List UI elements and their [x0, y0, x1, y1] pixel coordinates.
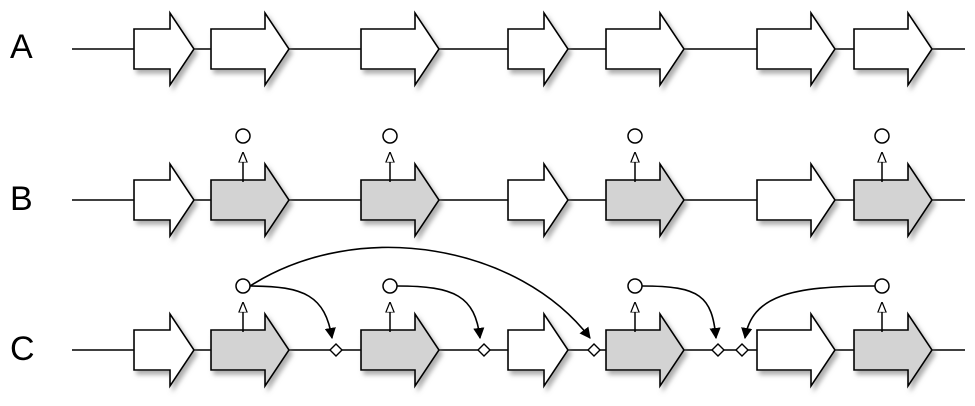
row-0-gene-0: [133, 10, 195, 88]
row-2-gene-1: [210, 311, 290, 389]
row-1-gene-0: [133, 161, 195, 239]
regulation-arrow-0: [249, 285, 336, 340]
row-0-gene-2: [360, 10, 440, 88]
row-label-a: A: [10, 28, 33, 66]
row-1-gene-1: [210, 161, 290, 239]
row-0-gene-6: [853, 10, 933, 88]
row-0-gene-1: [210, 10, 290, 88]
site-diamond-0: [329, 343, 343, 357]
row-label-c: C: [10, 330, 35, 368]
row-1-gene-2: [360, 161, 440, 239]
row-1-gene-5: [756, 161, 836, 239]
row-2-gene-3: [507, 311, 569, 389]
site-diamond-4: [735, 343, 749, 357]
row-2-marker-circle-4: [627, 278, 643, 294]
site-diamond-1: [477, 343, 491, 357]
regulation-arrow-3: [641, 285, 721, 340]
site-diamond-3: [711, 343, 725, 357]
row-2-gene-5: [756, 311, 836, 389]
site-diamond-2: [587, 343, 601, 357]
regulation-arrow-1: [249, 246, 591, 339]
row-1-gene-6: [853, 161, 933, 239]
row-2-marker-circle-6: [874, 278, 890, 294]
row-1-gene-4: [605, 161, 685, 239]
row-1-marker-circle-4: [627, 128, 643, 144]
row-2-gene-0: [133, 311, 195, 389]
row-0-gene-4: [605, 10, 685, 88]
row-2-gene-6: [853, 311, 933, 389]
row-1-gene-3: [507, 161, 569, 239]
row-2-marker-circle-1: [235, 278, 251, 294]
regulation-arrow-2: [396, 285, 485, 340]
row-1-marker-circle-2: [382, 128, 398, 144]
row-label-b: B: [10, 180, 33, 218]
row-2-gene-2: [360, 311, 440, 389]
row-1-marker-circle-6: [874, 128, 890, 144]
row-0-gene-3: [507, 10, 569, 88]
row-2-marker-circle-2: [382, 278, 398, 294]
row-1-marker-circle-1: [235, 128, 251, 144]
regulation-arrow-4: [741, 285, 876, 340]
row-0-gene-5: [756, 10, 836, 88]
row-2-gene-4: [605, 311, 685, 389]
